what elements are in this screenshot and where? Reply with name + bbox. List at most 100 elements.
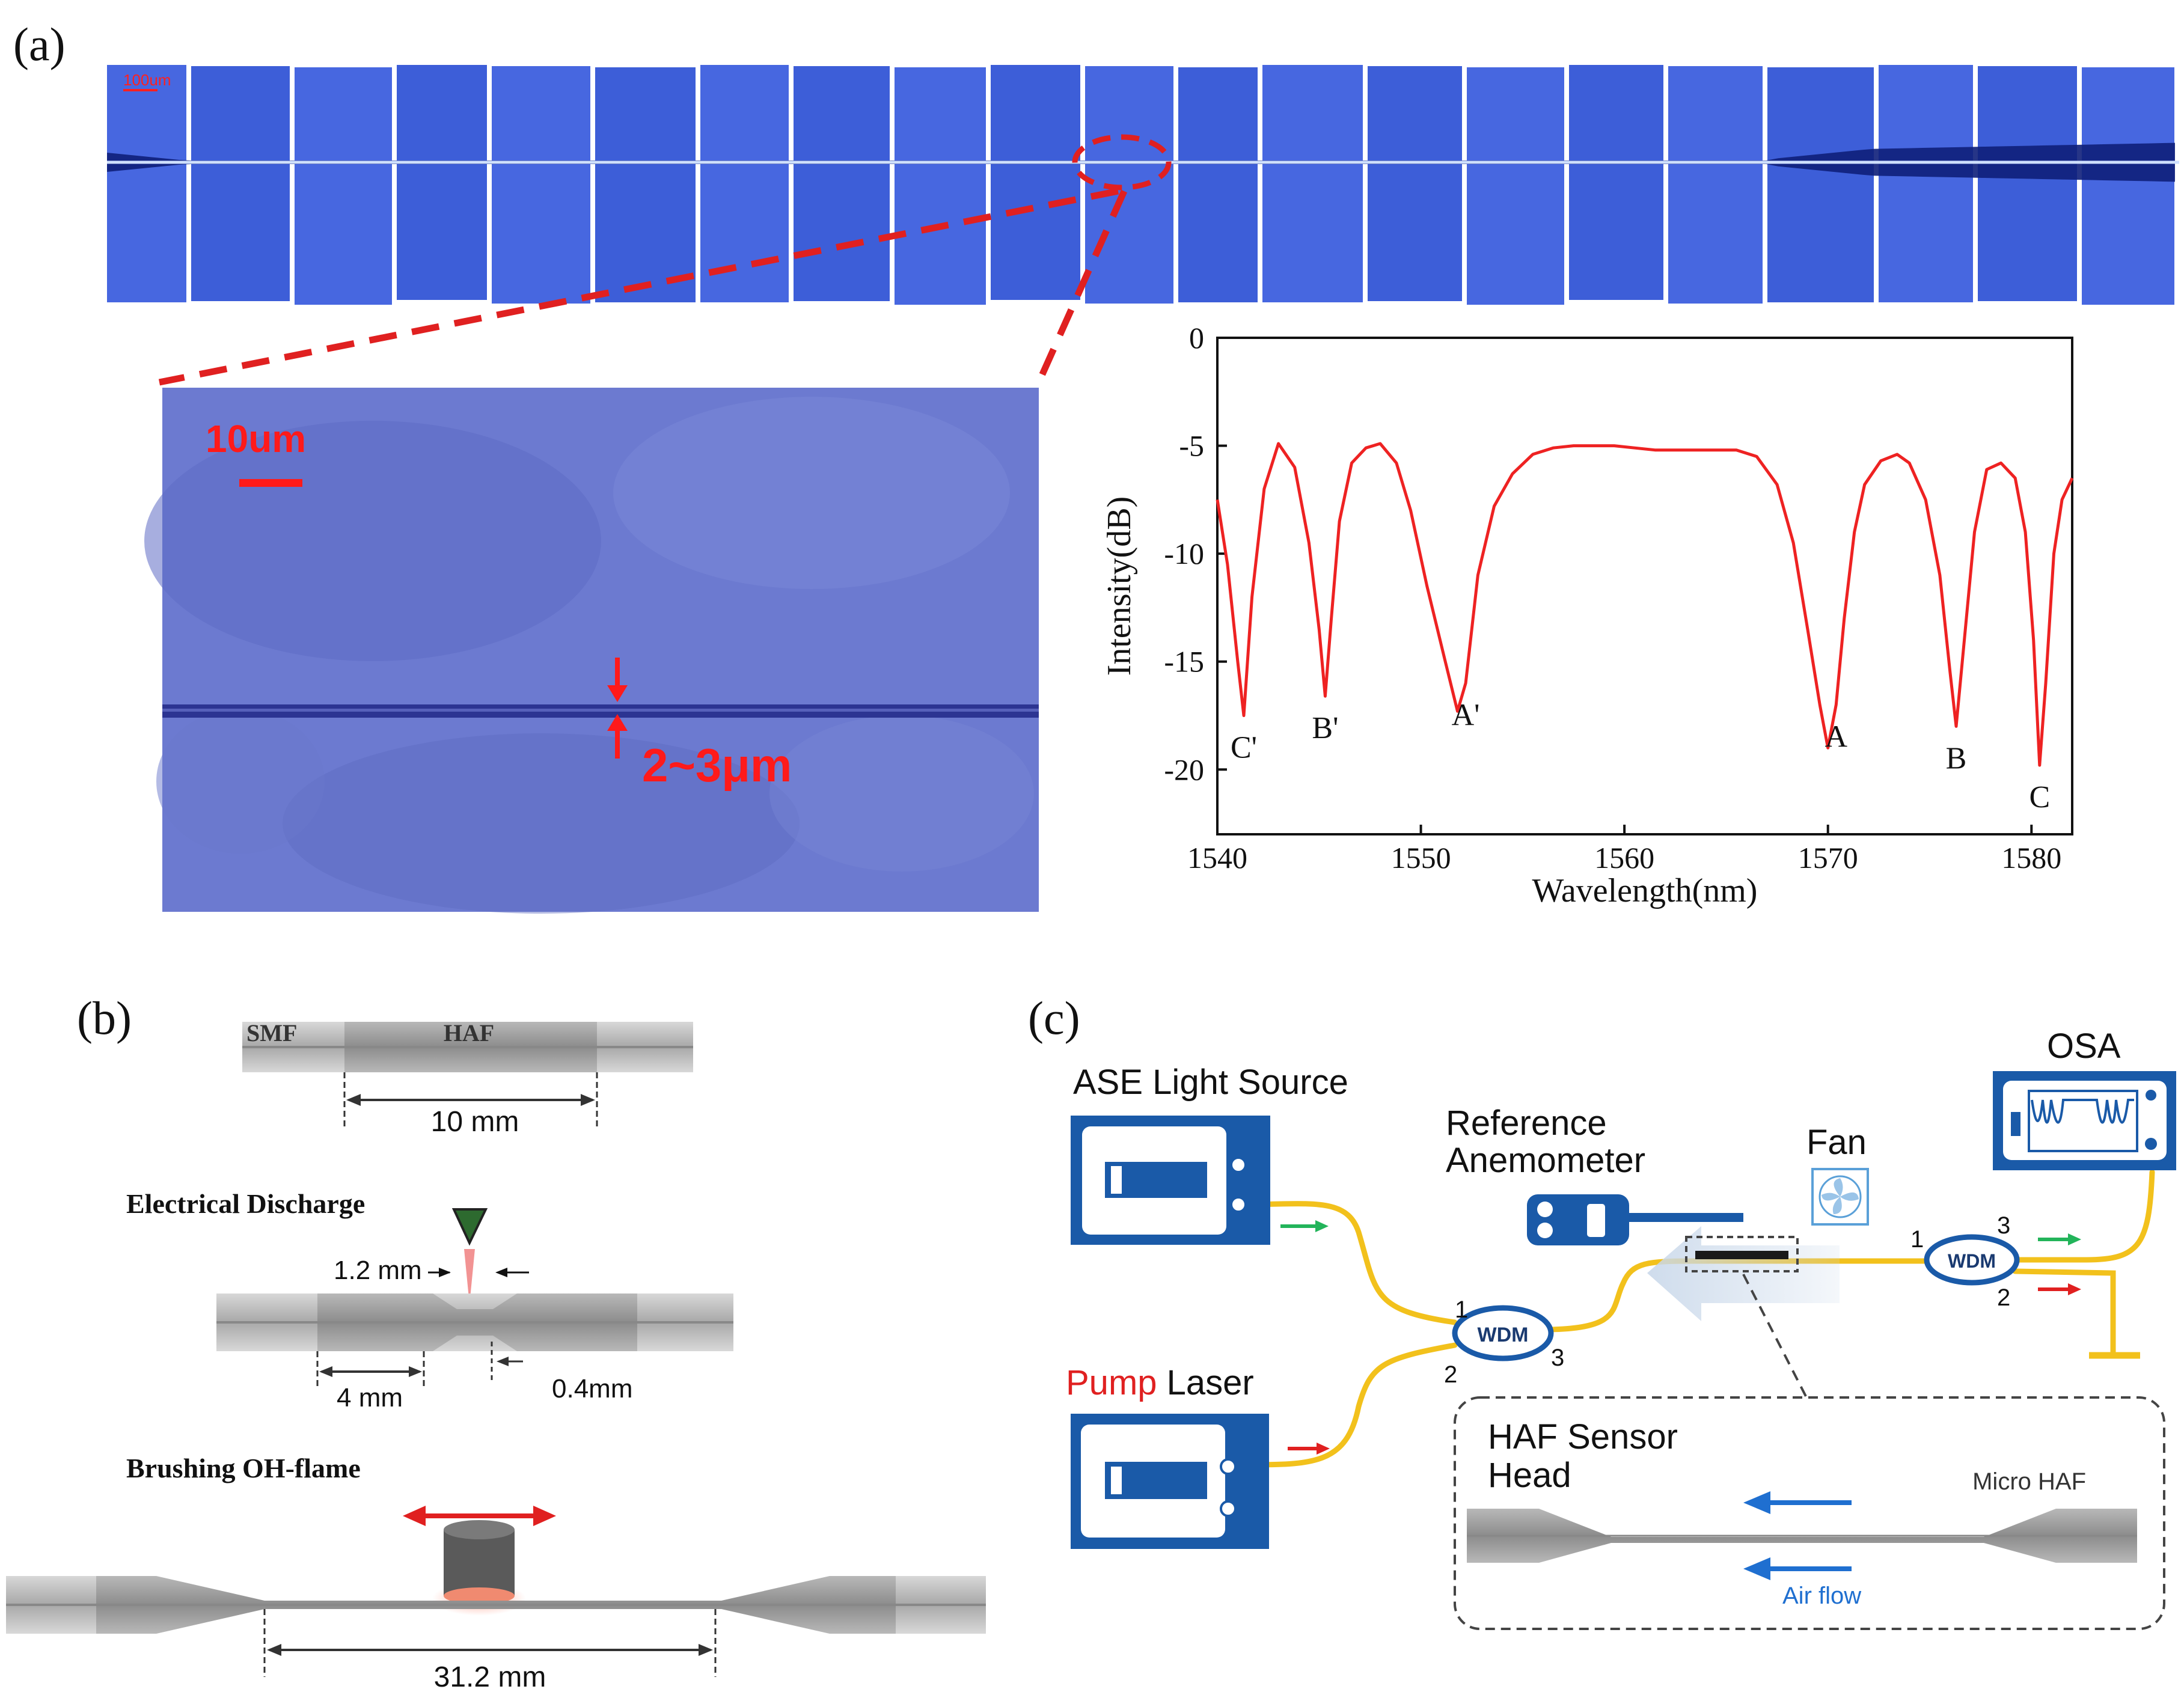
pump-output-arrow bbox=[1317, 1443, 1330, 1455]
electrical-discharge: Electrical Discharge 1.2 mm 4 mm 0.4mm bbox=[126, 1188, 733, 1413]
panel-c: (c) ASE Light Source Pump Laser bbox=[1028, 992, 2176, 1630]
pump-laser: Pump Laser bbox=[1066, 1363, 1330, 1549]
laser-word: Laser bbox=[1157, 1363, 1254, 1402]
mosaic-tile bbox=[1668, 66, 1763, 304]
mosaic-tile bbox=[1085, 66, 1173, 304]
anemometer-label-1: Reference bbox=[1446, 1104, 1607, 1143]
mosaic-tile bbox=[492, 66, 590, 304]
mosaic-tile bbox=[2082, 67, 2174, 305]
spark-icon bbox=[464, 1249, 475, 1304]
panel-a: (a) 100um 10um 2~3μm bbox=[13, 18, 2179, 914]
panel-b-label: (b) bbox=[77, 992, 132, 1044]
panel-a-label: (a) bbox=[13, 18, 66, 70]
mosaic-tile bbox=[191, 66, 290, 301]
wdm1-port-2: 2 bbox=[1444, 1361, 1457, 1388]
anemometer-icon bbox=[1527, 1194, 1629, 1245]
sensor-head-label-2: Head bbox=[1488, 1456, 1571, 1495]
mosaic-tile bbox=[295, 67, 392, 305]
sensor-tube bbox=[1695, 1251, 1788, 1259]
x-tick-label: 1570 bbox=[1798, 841, 1858, 875]
mosaic-tile bbox=[107, 65, 186, 302]
haf-sensor-head-inset: HAF Sensor Head Micro HAF Air flow bbox=[1454, 1396, 2165, 1630]
wdm1-port-1: 1 bbox=[1455, 1296, 1468, 1323]
chart-y-axis-title: Intensity(dB) bbox=[1101, 496, 1138, 676]
flame-title: Brushing OH-flame bbox=[126, 1453, 361, 1483]
wdm1-label: WDM bbox=[1478, 1324, 1529, 1346]
mosaic-tile bbox=[991, 65, 1080, 300]
panel-c-label: (c) bbox=[1028, 992, 1080, 1044]
mosaic-tile bbox=[1569, 65, 1663, 300]
smf-haf-splice: SMF HAF 10 mm bbox=[242, 1019, 693, 1138]
ase-light-source: ASE Light Source bbox=[1071, 1063, 1348, 1245]
brushing-oh-flame: Brushing OH-flame 31.2 mm bbox=[6, 1453, 986, 1692]
ase-output-arrow bbox=[1315, 1220, 1329, 1232]
mosaic-tile bbox=[397, 65, 487, 300]
dip-label: A bbox=[1825, 720, 1847, 754]
mosaic-tile bbox=[700, 65, 789, 302]
y-tick-label: -20 bbox=[1164, 753, 1204, 786]
fiber-taper-mosaic: 100um bbox=[107, 65, 2179, 305]
pump-laser-label: Pump Laser bbox=[1066, 1363, 1254, 1402]
dim-0-4mm: 0.4mm bbox=[552, 1374, 632, 1403]
fan-label: Fan bbox=[1806, 1123, 1867, 1162]
haf-label: HAF bbox=[444, 1019, 494, 1046]
diameter-label: 2~3μm bbox=[642, 739, 792, 792]
burner-icon bbox=[444, 1530, 515, 1596]
spectrum-series-line bbox=[1216, 442, 2074, 767]
mosaic-tile bbox=[1978, 66, 2077, 301]
anemometer-label-2: Anemometer bbox=[1446, 1141, 1645, 1180]
sensor-region-box bbox=[1685, 1236, 1799, 1272]
mosaic-tile bbox=[1467, 67, 1564, 305]
airflow-arrow-bottom bbox=[1743, 1557, 1770, 1580]
dip-label: A' bbox=[1452, 698, 1480, 733]
air-flow-label: Air flow bbox=[1782, 1583, 1861, 1609]
x-tick-label: 1560 bbox=[1594, 841, 1654, 875]
dip-label: B bbox=[1946, 741, 1967, 775]
chart-x-axis-title: Wavelength(nm) bbox=[1532, 872, 1758, 909]
mosaic-tile bbox=[595, 67, 696, 302]
smf-label: SMF bbox=[246, 1019, 297, 1046]
y-tick-label: -10 bbox=[1164, 537, 1204, 570]
discharge-title: Electrical Discharge bbox=[126, 1188, 365, 1219]
reference-anemometer: Reference Anemometer bbox=[1446, 1104, 1743, 1245]
osa-label: OSA bbox=[2047, 1027, 2121, 1066]
chart-frame bbox=[1216, 337, 2073, 835]
mosaic-tile bbox=[1767, 67, 1874, 302]
wdm-coupler-1: WDM 1 2 3 bbox=[1444, 1296, 1564, 1388]
wdm-coupler-2: WDM 1 3 2 bbox=[1910, 1212, 2081, 1311]
x-tick-label: 1550 bbox=[1391, 841, 1451, 875]
x-tick-label: 1540 bbox=[1187, 841, 1247, 875]
mosaic-tile bbox=[1262, 65, 1363, 302]
ase-label: ASE Light Source bbox=[1073, 1063, 1348, 1102]
osa-direction-arrow bbox=[2068, 1233, 2081, 1245]
zoom-scale-bar bbox=[239, 479, 302, 487]
dim-10mm: 10 mm bbox=[431, 1106, 519, 1138]
zoom-scale-label: 10um bbox=[206, 417, 306, 460]
wdm2-port-2: 2 bbox=[1997, 1284, 2010, 1311]
x-tick-label: 1580 bbox=[2001, 841, 2061, 875]
zoom-region-ellipse bbox=[1072, 134, 1172, 191]
mosaic-tile bbox=[1368, 66, 1462, 301]
panel-b: (b) SMF HAF 10 mm Electrical Discharge 1… bbox=[6, 992, 986, 1692]
wdm1-port-3: 3 bbox=[1551, 1345, 1564, 1371]
wdm2-label: WDM bbox=[1948, 1250, 1996, 1272]
airflow-background-arrow bbox=[1647, 1226, 1840, 1321]
strip-scale-label: 100um bbox=[123, 71, 171, 89]
mosaic-tile bbox=[895, 67, 986, 305]
sensor-head-label-1: HAF Sensor bbox=[1488, 1417, 1678, 1456]
y-tick-label: 0 bbox=[1189, 321, 1204, 355]
dim-4mm: 4 mm bbox=[337, 1383, 403, 1413]
fan: Fan bbox=[1806, 1123, 1869, 1226]
dip-label: C bbox=[2029, 780, 2050, 814]
micro-haf-label: Micro HAF bbox=[1972, 1468, 2086, 1495]
dim-31-2mm: 31.2 mm bbox=[434, 1661, 546, 1692]
y-tick-label: -5 bbox=[1179, 429, 1204, 463]
electrode-icon bbox=[451, 1208, 488, 1246]
dip-label: C' bbox=[1231, 730, 1257, 765]
mosaic-tile bbox=[1879, 65, 1973, 302]
zoom-line-left bbox=[158, 188, 1119, 386]
zoom-line-right bbox=[1035, 189, 1128, 384]
pump-word: Pump bbox=[1066, 1363, 1157, 1402]
